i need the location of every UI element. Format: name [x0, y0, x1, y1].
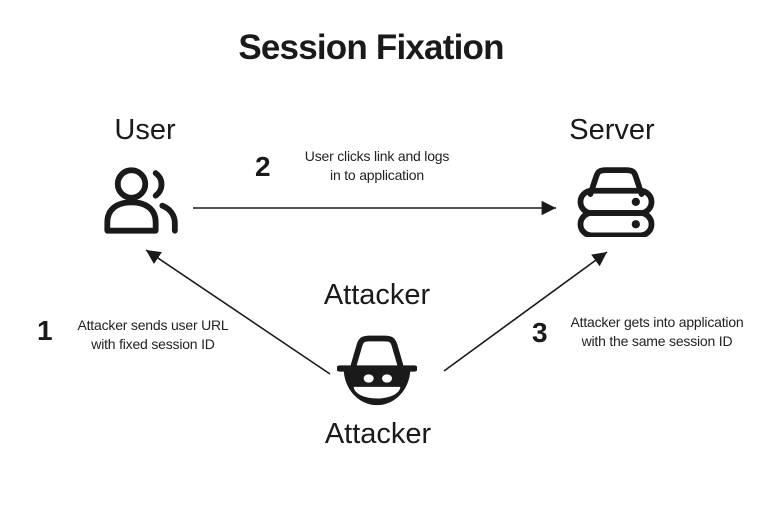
step-1-line-2: with fixed session ID [91, 335, 215, 352]
users-icon [104, 167, 178, 234]
step-3-line-1: Attacker gets into application [570, 314, 744, 330]
step-2-line-2: in to application [330, 166, 424, 183]
step-3-line-2: with the same session ID [581, 332, 733, 349]
step-2-line-1: User clicks link and logs [304, 148, 450, 164]
attacker-caption: Attacker [324, 418, 432, 450]
diagram-title: Session Fixation [238, 28, 504, 67]
step-1-text: Attacker sends user URL with fixed sessi… [77, 316, 228, 353]
step-2-text: User clicks link and logs in to applicat… [304, 147, 450, 184]
arrow-attacker-to-user [145, 249, 331, 375]
step-2-number: 2 [255, 151, 271, 182]
arrow-attacker-to-server [443, 251, 608, 372]
step-3-text: Attacker gets into application with the … [571, 313, 744, 350]
step-3-number: 3 [532, 317, 548, 348]
step-1-line-1: Attacker sends user URL [77, 317, 229, 333]
step-1-number: 1 [37, 315, 53, 346]
spy-icon [337, 335, 417, 406]
user-label: User [114, 114, 176, 146]
server-label: Server [569, 114, 655, 146]
server-stack-icon [577, 167, 655, 237]
attacker-label: Attacker [323, 279, 431, 311]
